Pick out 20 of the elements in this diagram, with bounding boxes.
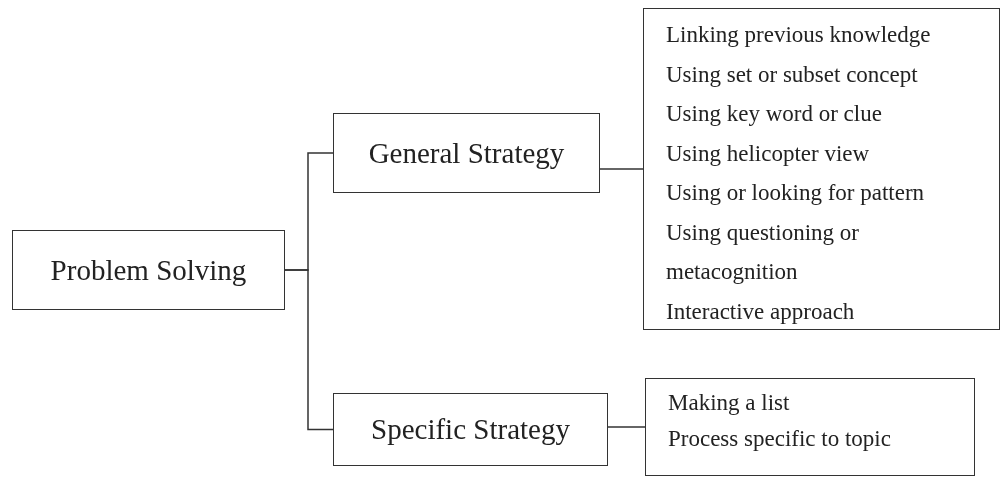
list-item: Linking previous knowledge (666, 21, 931, 49)
topic-label: Specific Strategy (371, 413, 570, 446)
list-item: Using set or subset concept (666, 60, 918, 89)
topic-box (333, 393, 608, 466)
connector-line (607, 426, 646, 428)
list-item: Interactive approach (666, 297, 855, 326)
topic-box (12, 230, 285, 310)
topic-box (333, 113, 600, 193)
list-box (645, 378, 975, 476)
list-item: Using helicopter view (666, 139, 870, 168)
connector-line (599, 168, 644, 170)
topic-label: Problem Solving (50, 253, 247, 287)
list-box (643, 8, 1000, 330)
connector-line (284, 269, 334, 431)
list-item: Process specific to topic (668, 425, 891, 453)
list-item: Using questioning or metacognition (666, 218, 860, 286)
list-item: Making a list (668, 389, 790, 417)
list-item: Using key word or clue (666, 100, 882, 128)
list-item: Using or looking for pattern (666, 179, 925, 207)
topic-label: General Strategy (368, 136, 565, 170)
